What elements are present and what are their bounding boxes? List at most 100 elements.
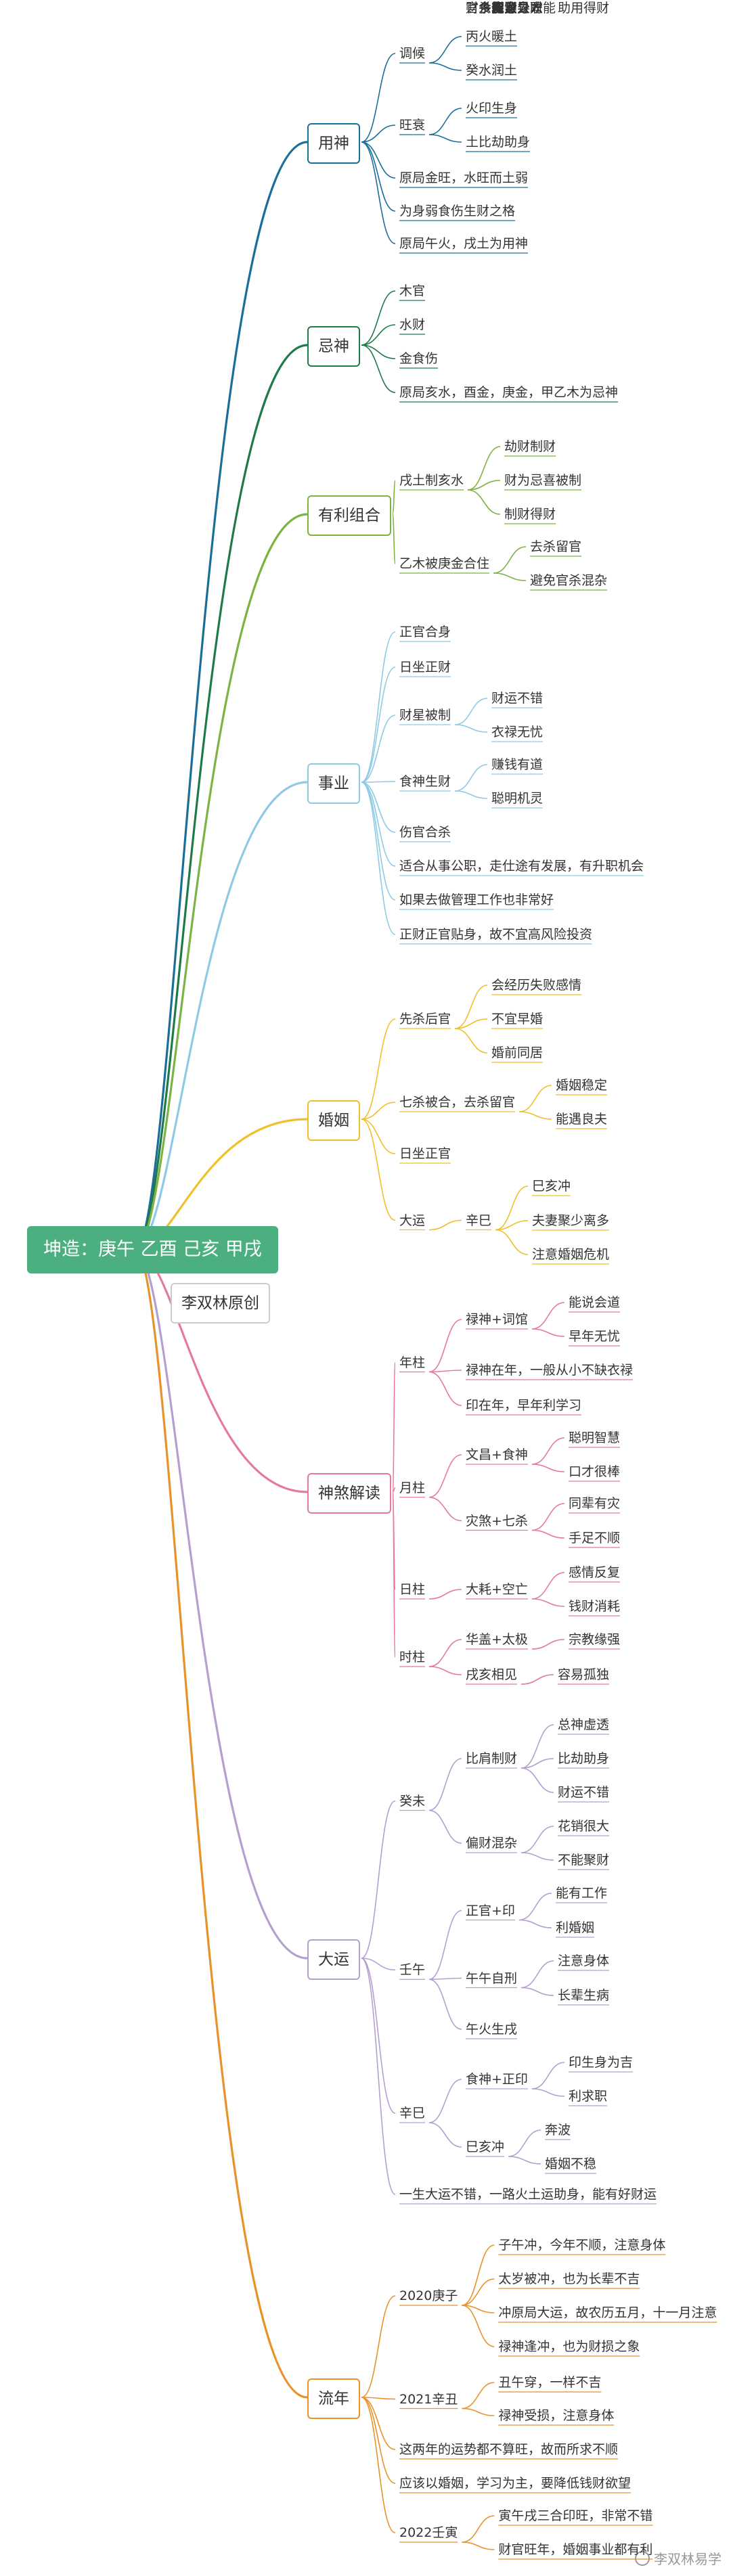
branch-7-node-4-1: 财官旺年，婚姻事业都有利 bbox=[498, 2542, 653, 2557]
branch-5-node-2-0-0: 感情反复 bbox=[568, 1565, 620, 1580]
branch-2-node-0-2: 制财得财 bbox=[504, 507, 556, 522]
branch-5-node-3-0-0: 宗教缘强 bbox=[568, 1632, 620, 1647]
branch-6-node-0: 癸未 bbox=[399, 1793, 426, 1809]
watermark: 李双林易学 bbox=[635, 2548, 722, 2568]
branch-6-node-1-1-0: 注意身体 bbox=[558, 1953, 610, 1968]
branch-5-node-0: 年柱 bbox=[399, 1355, 426, 1370]
root-node: 坤造：庚午 乙酉 己亥 甲戌 bbox=[27, 1226, 278, 1273]
branch-7-node-4-0: 寅午戌三合印旺，非常不错 bbox=[498, 2508, 653, 2523]
branch-0-node-1-0: 火印生身 bbox=[466, 101, 518, 116]
branch-1-node-3: 原局亥水，酉金，庚金，甲乙木为忌神 bbox=[399, 385, 619, 400]
branch-5-node-2-0: 大耗+空亡 bbox=[466, 1582, 528, 1597]
branch-5-node-3-0: 华盖+太极 bbox=[466, 1632, 528, 1647]
branch-6-node-1-2: 午火生戌 bbox=[466, 2022, 518, 2037]
branch-5-node-0-0: 禄神+词馆 bbox=[466, 1312, 528, 1327]
branch-3-node-7: 正财正官贴身，故不宜高风险投资 bbox=[399, 927, 593, 942]
branch-2-node-1-0: 去杀留官 bbox=[530, 539, 582, 554]
branch-6-node-0-1-1: 不能聚财 bbox=[558, 1853, 610, 1868]
branch-3-node-3-0: 赚钱有道 bbox=[491, 757, 544, 772]
branch-7-node-0-3: 禄神逢冲，也为财损之象 bbox=[498, 2339, 640, 2354]
branch-4-node-0-1: 不宜早婚 bbox=[491, 1012, 544, 1026]
branch-7-node-1: 2021辛丑 bbox=[399, 2391, 458, 2407]
branch-5-node-0-0-1: 早年无忧 bbox=[568, 1329, 620, 1344]
branch-1-node-0-0: 官杀攻身 bbox=[466, 1, 518, 16]
branch-5-node-3-1: 戌亥相见 bbox=[466, 1667, 518, 1682]
branch-5-node-3-1-0: 容易孤独 bbox=[558, 1667, 610, 1682]
branch-7-node-0-0: 子午冲，今年不顺，注意身体 bbox=[498, 2238, 666, 2253]
branch-3-node-2-1: 衣禄无忧 bbox=[491, 725, 544, 740]
branch-6-node-2-1: 巳亥冲 bbox=[466, 2140, 505, 2154]
branch-4-node-2: 日坐正官 bbox=[399, 1146, 451, 1161]
branch-6-node-2-0-1: 利求职 bbox=[568, 2089, 607, 2104]
branch-3: 事业 bbox=[307, 763, 360, 804]
branch-4-node-3-0-2: 注意婚姻危机 bbox=[532, 1247, 610, 1262]
branch-3-node-4: 伤官合杀 bbox=[399, 825, 451, 840]
branch-3-node-0: 正官合身 bbox=[399, 625, 451, 639]
branch-4: 婚姻 bbox=[307, 1100, 360, 1141]
branch-3-node-4-0: 有领导才能 bbox=[491, 1, 556, 16]
branch-1-node-0: 木官 bbox=[399, 284, 426, 298]
branch-6-node-0-0-1: 比劫助身 bbox=[558, 1751, 610, 1766]
branch-6-node-2-0-0: 印生身为吉 bbox=[568, 2055, 633, 2070]
branch-6-node-0-0-2: 财运不错 bbox=[558, 1785, 610, 1800]
branch-6-node-1-1-1: 长辈生病 bbox=[558, 1988, 610, 2003]
branch-7-node-2: 这两年的运势都不算旺，故而所求不顺 bbox=[399, 2442, 619, 2457]
branch-6-node-1: 壬午 bbox=[399, 1962, 426, 1978]
branch-6-node-1-0: 正官+印 bbox=[466, 1903, 515, 1918]
branch-5: 神煞解读 bbox=[307, 1473, 391, 1514]
branch-6-node-0-0: 比肩制财 bbox=[466, 1751, 518, 1766]
branch-5-node-0-1: 禄神在年，一般从小不缺衣禄 bbox=[466, 1363, 634, 1378]
branch-3-node-0-0: 能入公职 bbox=[491, 1, 544, 16]
branch-5-node-1-1: 灾煞+七杀 bbox=[466, 1513, 528, 1529]
branch-6-node-1-2-0: 助用得财 bbox=[558, 1, 610, 16]
branch-2-node-0: 戌土制亥水 bbox=[399, 473, 464, 488]
branch-4-node-0-2: 婚前同居 bbox=[491, 1045, 544, 1060]
branch-0-node-2: 原局金旺，水旺而土弱 bbox=[399, 171, 529, 185]
branch-7-node-3: 应该以婚姻，学习为主，要降低钱财欲望 bbox=[399, 2476, 632, 2491]
watermark-label: 李双林易学 bbox=[654, 2551, 722, 2567]
branch-4-node-1-1: 能遇良夫 bbox=[556, 1112, 608, 1127]
branch-1: 忌神 bbox=[307, 326, 360, 367]
branch-0: 用神 bbox=[307, 123, 360, 164]
branch-5-node-0-2: 印在年，早年利学习 bbox=[466, 1398, 582, 1413]
branch-6-node-2-1-1: 婚姻不稳 bbox=[545, 2156, 597, 2171]
wechat-icon bbox=[635, 2551, 650, 2566]
branch-5-node-1-0-1: 口才很棒 bbox=[568, 1464, 620, 1479]
author-node: 李双林原创 bbox=[171, 1283, 270, 1324]
branch-7-node-4: 2022壬寅 bbox=[399, 2525, 458, 2540]
branch-2-node-1: 乙木被庚金合住 bbox=[399, 556, 490, 571]
branch-4-node-3: 大运 bbox=[399, 1213, 426, 1228]
branch-5-node-1: 月柱 bbox=[399, 1480, 426, 1495]
branch-1-node-1-0: 财多耗身 bbox=[466, 1, 518, 16]
branch-6-node-0-1: 偏财混杂 bbox=[466, 1836, 518, 1851]
branch-1-node-2-0: 食伤泄身 bbox=[479, 1, 531, 16]
branch-6-node-1-0-0: 能有工作 bbox=[555, 1886, 607, 1901]
branch-7-node-0-1: 太岁被冲，也为长辈不吉 bbox=[498, 2272, 640, 2286]
branch-4-node-0: 先杀后官 bbox=[399, 1012, 451, 1026]
branch-2-node-0-1: 财为忌喜被制 bbox=[504, 473, 582, 488]
branch-4-node-3-0-0: 巳亥冲 bbox=[532, 1179, 571, 1194]
branch-1-node-2: 金食伤 bbox=[399, 351, 439, 366]
branch-0-node-0: 调候 bbox=[399, 46, 426, 61]
branch-4-node-3-0: 辛巳 bbox=[466, 1213, 492, 1228]
branch-7: 流年 bbox=[307, 2378, 360, 2419]
branch-6: 大运 bbox=[307, 1939, 360, 1980]
branch-7-node-1-1: 禄神受损，注意身体 bbox=[498, 2408, 615, 2423]
branch-6-node-0-0-0: 总神虚透 bbox=[558, 1717, 610, 1732]
branch-6-node-2-0: 食神+正印 bbox=[466, 2072, 528, 2087]
branch-5-node-2: 日柱 bbox=[399, 1582, 426, 1597]
branch-3-node-2-0: 财运不错 bbox=[491, 691, 544, 706]
branch-3-node-2: 财星被制 bbox=[399, 708, 451, 723]
branch-4-node-1: 七杀被合，去杀留官 bbox=[399, 1095, 516, 1110]
branch-2: 有利组合 bbox=[307, 495, 391, 536]
branch-0-node-0-1: 癸水润土 bbox=[466, 63, 518, 78]
branch-0-node-1-1: 土比劫助身 bbox=[466, 135, 531, 150]
branch-3-node-5: 适合从事公职，走仕途有发展，有升职机会 bbox=[399, 859, 644, 874]
branch-5-node-1-0: 文昌+食神 bbox=[466, 1447, 528, 1462]
branch-3-node-3: 食神生财 bbox=[399, 774, 451, 789]
branch-0-node-3: 为身弱食伤生财之格 bbox=[399, 204, 516, 219]
branch-5-node-1-0-0: 聪明智慧 bbox=[568, 1430, 620, 1445]
branch-5-node-1-1-1: 手足不顺 bbox=[568, 1531, 620, 1545]
branch-0-node-4: 原局午火，戌土为用神 bbox=[399, 236, 529, 251]
